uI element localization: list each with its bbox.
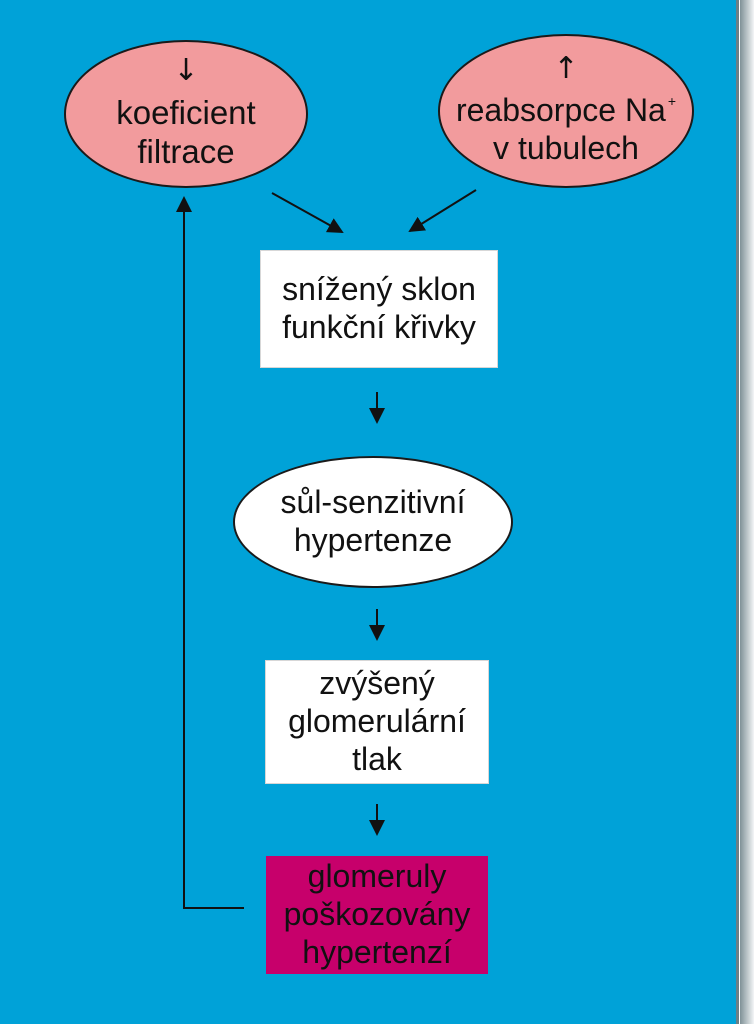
glomerular-pressure-node: zvýšený glomerulární tlak — [265, 660, 489, 784]
glomerular-pressure-label: zvýšený glomerulární tlak — [288, 665, 466, 777]
reduced-slope-label: snížený sklon funkční křivky — [282, 271, 476, 345]
sodium-reabsorption-node: ↑ reabsorpce Na+ v tubulech — [438, 34, 694, 188]
panel-edge-shadow — [740, 0, 754, 1024]
salt-sensitive-hypertension-label: sůl-senzitivní hypertenze — [280, 484, 466, 558]
arrow-coefficient-to-slope — [271, 192, 344, 233]
coefficient-filtration-node: ↓ koeficient filtrace — [64, 40, 308, 188]
coefficient-filtration-label: koeficient filtrace — [116, 94, 256, 170]
arrow-reabsorption-to-slope — [408, 189, 477, 233]
reduced-slope-node: snížený sklon funkční křivky — [260, 250, 498, 368]
sodium-reabsorption-label: reabsorpce Na+ v tubulech — [455, 92, 677, 166]
feedback-loop-arrow — [176, 196, 244, 909]
increase-indicator-icon: ↑ — [553, 51, 579, 87]
damaged-glomeruli-node: glomeruly poškozovány hypertenzí — [266, 856, 488, 974]
salt-sensitive-hypertension-node: sůl-senzitivní hypertenze — [233, 456, 513, 588]
decrease-indicator-icon: ↓ — [173, 53, 199, 89]
damaged-glomeruli-label: glomeruly poškozovány hypertenzí — [283, 858, 471, 970]
